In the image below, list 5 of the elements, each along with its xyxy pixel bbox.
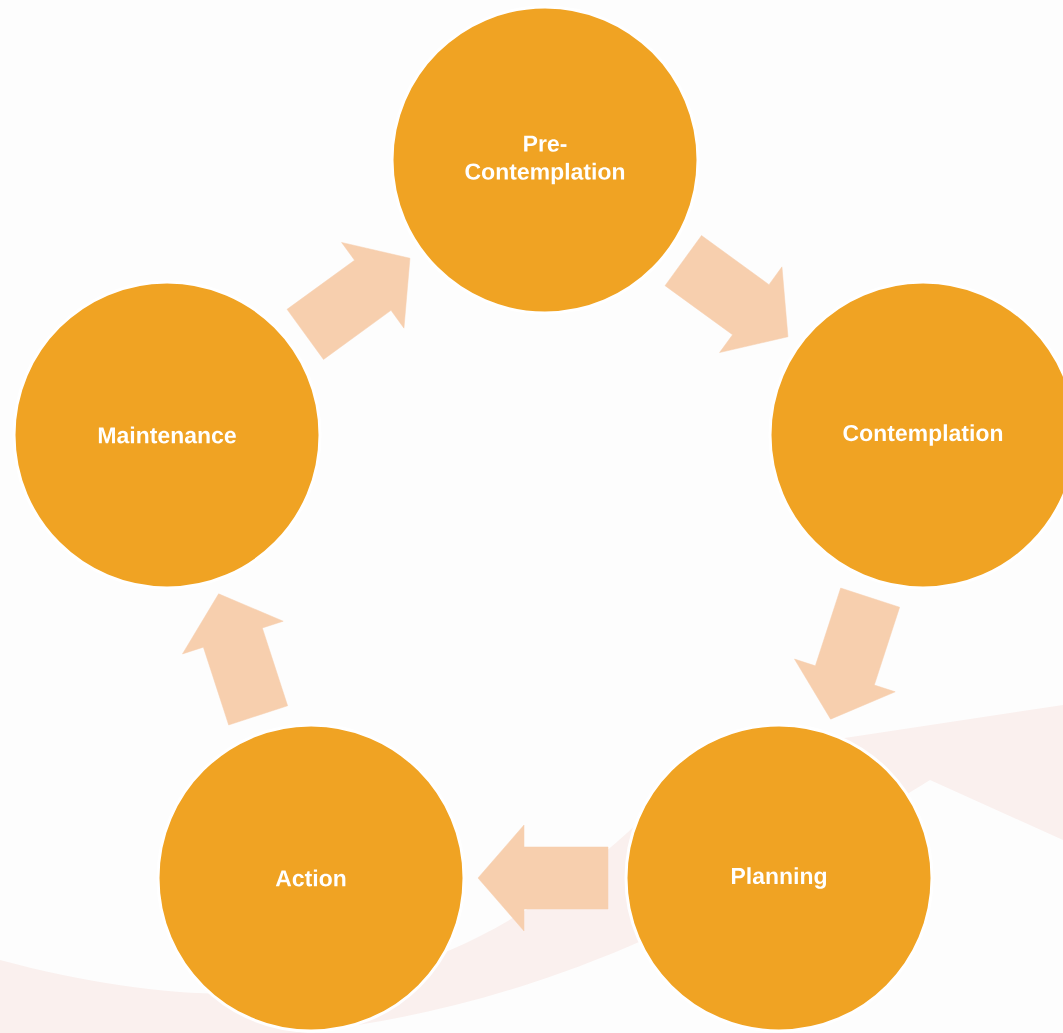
block-arrow: [794, 587, 900, 720]
block-arrow: [477, 824, 609, 932]
block-arrow: [182, 593, 288, 726]
block-arrow: [664, 235, 789, 353]
block-arrow: [286, 242, 411, 360]
